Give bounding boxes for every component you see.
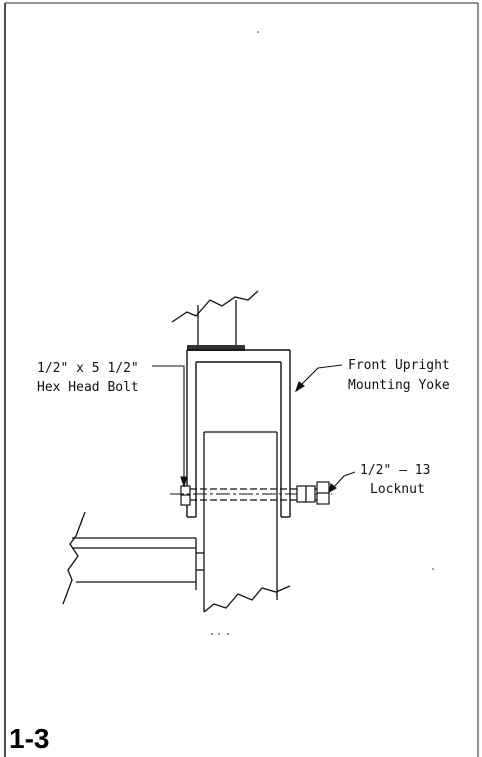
lower-upright-post bbox=[203, 431, 291, 613]
bolt-label-line1: 1/2" x 5 1/2" bbox=[37, 361, 139, 376]
scan-specks bbox=[211, 31, 434, 635]
leader-lines bbox=[152, 364, 356, 494]
locknut bbox=[296, 481, 330, 505]
side-frame-member bbox=[62, 511, 204, 605]
yoke-label-line2: Mounting Yoke bbox=[348, 378, 450, 393]
yoke-label-line1: Front Upright bbox=[348, 358, 450, 373]
locknut-label-line2: Locknut bbox=[370, 482, 425, 497]
page-frame bbox=[4, 2, 479, 757]
upper-upright-post bbox=[171, 290, 259, 345]
weld-bead bbox=[187, 345, 245, 351]
figure-number: 1-3 bbox=[9, 723, 49, 754]
bolt-label-line2: Hex Head Bolt bbox=[37, 380, 139, 395]
locknut-label-line1: 1/2" — 13 bbox=[360, 463, 430, 478]
mounting-yoke bbox=[186, 349, 291, 518]
